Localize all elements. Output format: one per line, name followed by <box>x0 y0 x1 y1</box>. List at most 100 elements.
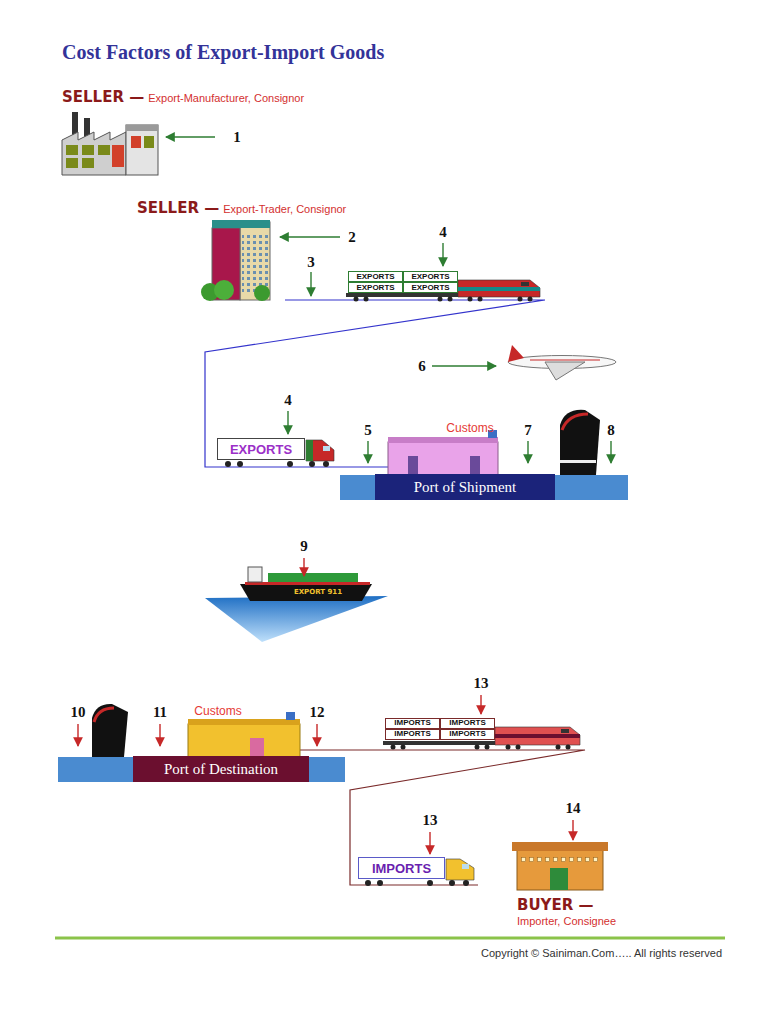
office-building <box>242 232 268 292</box>
callout-number: 4 <box>439 224 447 241</box>
freight-container: EXPORTS <box>403 271 458 282</box>
callout-number: 1 <box>233 129 241 146</box>
callout-number: 9 <box>300 538 308 555</box>
import-truck <box>365 859 474 886</box>
factory-icon <box>144 136 154 148</box>
freight-container: IMPORTS <box>440 718 495 729</box>
export-train <box>346 280 540 302</box>
callout-arrow <box>432 365 496 366</box>
factory-icon <box>98 145 110 155</box>
cargo-ship <box>205 567 388 642</box>
callout-arrow <box>303 558 304 576</box>
callout-arrow <box>527 441 528 463</box>
callout-number: 12 <box>310 704 325 721</box>
callout-arrow <box>287 411 288 434</box>
export-train <box>521 282 529 286</box>
factory-icon <box>126 125 158 131</box>
cargo-ship <box>268 573 358 582</box>
title: Cost Factors of Export-Import Goods <box>62 41 384 64</box>
footer-rule <box>55 937 725 940</box>
callout-number: 5 <box>364 422 372 439</box>
callout-number: 13 <box>474 675 489 692</box>
office-building <box>240 222 270 300</box>
callout-arrow <box>166 137 611 463</box>
import-truck <box>427 880 433 886</box>
party-heading: BUYER — <box>517 896 594 914</box>
node-text: IMPORTS <box>372 862 431 875</box>
export-truck <box>323 446 330 451</box>
party-heading: SELLER — <box>137 199 219 217</box>
callout-arrow <box>159 724 160 746</box>
ship-name: EXPORT 911 <box>294 588 342 596</box>
shipment-port <box>560 460 596 463</box>
destination-port <box>58 704 345 782</box>
buyer-building <box>517 850 603 890</box>
import-train <box>383 741 497 745</box>
destination-port <box>250 738 264 757</box>
destination-port <box>286 712 295 720</box>
import-train <box>495 727 580 745</box>
export-train <box>478 297 483 302</box>
callout-arrow <box>316 724 317 746</box>
customs-label: Customs <box>194 704 241 718</box>
callout-number: 14 <box>566 800 581 817</box>
callout-arrow <box>442 243 443 266</box>
import-truck <box>377 880 383 886</box>
factory-icon <box>82 158 94 168</box>
shipment-port <box>408 456 418 475</box>
destination-port <box>188 719 300 725</box>
factory-icon <box>131 136 141 148</box>
cargo-ship <box>248 567 262 582</box>
export-train <box>438 297 443 302</box>
import-truck <box>446 859 474 880</box>
shipment-port <box>340 410 628 500</box>
buyer-building <box>521 855 599 865</box>
shipment-port <box>560 410 600 475</box>
customs-label: Customs <box>446 421 493 435</box>
callout-arrow <box>480 695 481 714</box>
copyright-note: Copyright © Sainiman.Com….. All rights r… <box>481 947 722 959</box>
node-text: EXPORTS <box>230 443 292 456</box>
office-building <box>212 220 270 228</box>
export-truck <box>225 440 334 467</box>
export-train <box>518 297 523 302</box>
airplane <box>545 362 585 380</box>
import-train <box>475 745 480 750</box>
export-train <box>354 297 359 302</box>
factory-icon <box>66 158 78 168</box>
destination-port <box>188 724 300 757</box>
export-train <box>528 297 533 302</box>
export-truck <box>287 461 293 467</box>
export-truck <box>237 461 243 467</box>
export-train <box>468 297 473 302</box>
factory-icon <box>62 112 158 175</box>
callout-number: 6 <box>418 358 426 375</box>
node-text: EXPORTS <box>411 273 449 281</box>
airplane <box>508 345 524 362</box>
office-building <box>214 280 234 300</box>
factory-icon <box>112 145 124 167</box>
cargo-ship <box>240 584 372 601</box>
callout-arrow <box>78 558 573 854</box>
callout-number: 10 <box>71 704 86 721</box>
freight-container: IMPORTS <box>385 729 440 740</box>
import-truck <box>462 864 469 869</box>
node-text: IMPORTS <box>394 730 430 738</box>
export-truck <box>225 461 231 467</box>
office-building <box>254 285 270 301</box>
party-role: Importer, Consignee <box>517 915 616 927</box>
export-truck <box>306 440 334 461</box>
airplane <box>508 345 616 380</box>
import-train <box>506 745 511 750</box>
truck-trailer: IMPORTS <box>358 857 445 879</box>
factory-icon <box>62 132 126 175</box>
factory-icon <box>82 145 94 155</box>
import-train <box>383 727 580 750</box>
callout-arrow <box>77 724 78 746</box>
node-text: EXPORTS <box>356 284 394 292</box>
node-text: Port of Shipment <box>414 480 517 495</box>
cargo-ship <box>245 582 370 585</box>
import-truck <box>449 880 455 886</box>
export-train <box>458 287 540 291</box>
